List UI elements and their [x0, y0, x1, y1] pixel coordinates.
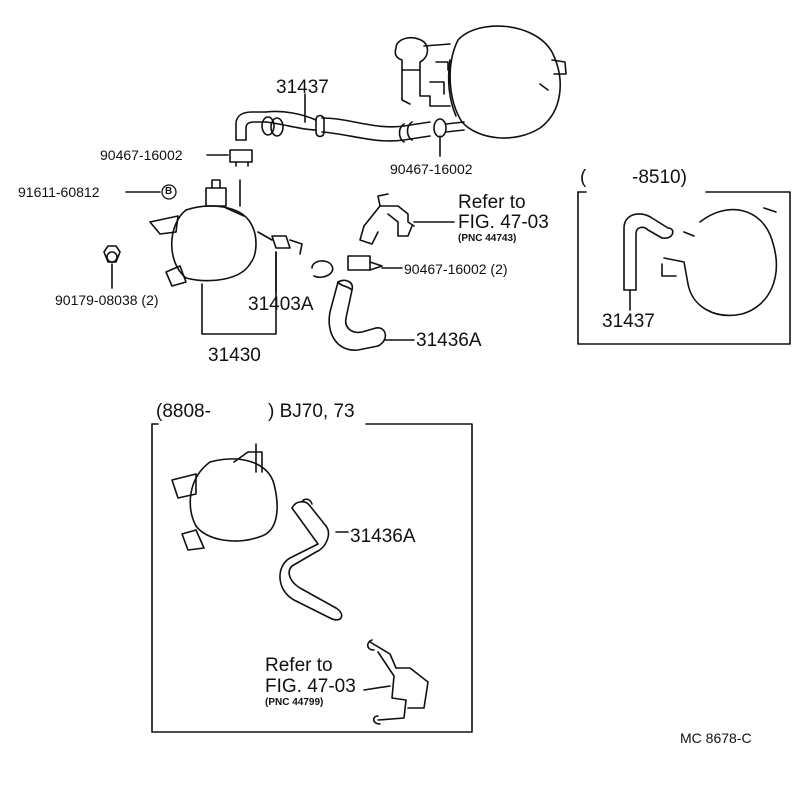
label-31437-top: 31437	[276, 77, 329, 98]
label-31430: 31430	[208, 345, 261, 366]
label-31436A: 31436A	[416, 330, 482, 351]
refer-top-line1: Refer to	[458, 192, 526, 213]
check-valve-drawing	[257, 231, 303, 255]
label-nut: 90179-08038 (2)	[55, 292, 159, 308]
inset-bottom-frame	[151, 423, 473, 733]
label-bolt: 91611-60812	[18, 184, 100, 200]
vacuum-tank-drawing	[149, 179, 257, 287]
inset-bottom-drawing	[171, 443, 429, 725]
inset-right-drawing	[623, 207, 778, 317]
inset-bottom-part: 31436A	[350, 526, 416, 547]
inset-right-part: 31437	[602, 311, 655, 332]
inset-bottom-refer-pnc: (PNC 44799)	[265, 697, 324, 708]
label-clamp-right: 90467-16002	[390, 161, 473, 177]
refer-top-pnc: (PNC 44743)	[458, 233, 517, 244]
label-clamp-2: 90467-16002 (2)	[404, 261, 508, 277]
footer-code: MC 8678-C	[680, 730, 752, 746]
inset-bottom-header-open: (8808-	[156, 401, 211, 422]
label-clamp-left: 90467-16002	[100, 147, 183, 163]
inset-bottom-refer-line2: FIG. 47-03	[265, 676, 356, 697]
connector-top-drawing	[359, 193, 455, 245]
bolt-marker-b: B	[165, 186, 173, 197]
inset-right-header-range: -8510)	[632, 167, 687, 188]
inset-bottom-header-close: ) BJ70, 73	[268, 401, 355, 422]
hose-31437-drawing	[235, 110, 465, 143]
refer-top-line2: FIG. 47-03	[458, 212, 549, 233]
brake-booster-drawing	[394, 25, 567, 139]
inset-right-frame	[577, 191, 791, 345]
inset-bottom-refer-line1: Refer to	[265, 655, 333, 676]
inset-right-header-open: (	[580, 167, 587, 188]
label-31403A: 31403A	[248, 294, 314, 315]
hose-31436A-drawing	[328, 279, 387, 351]
